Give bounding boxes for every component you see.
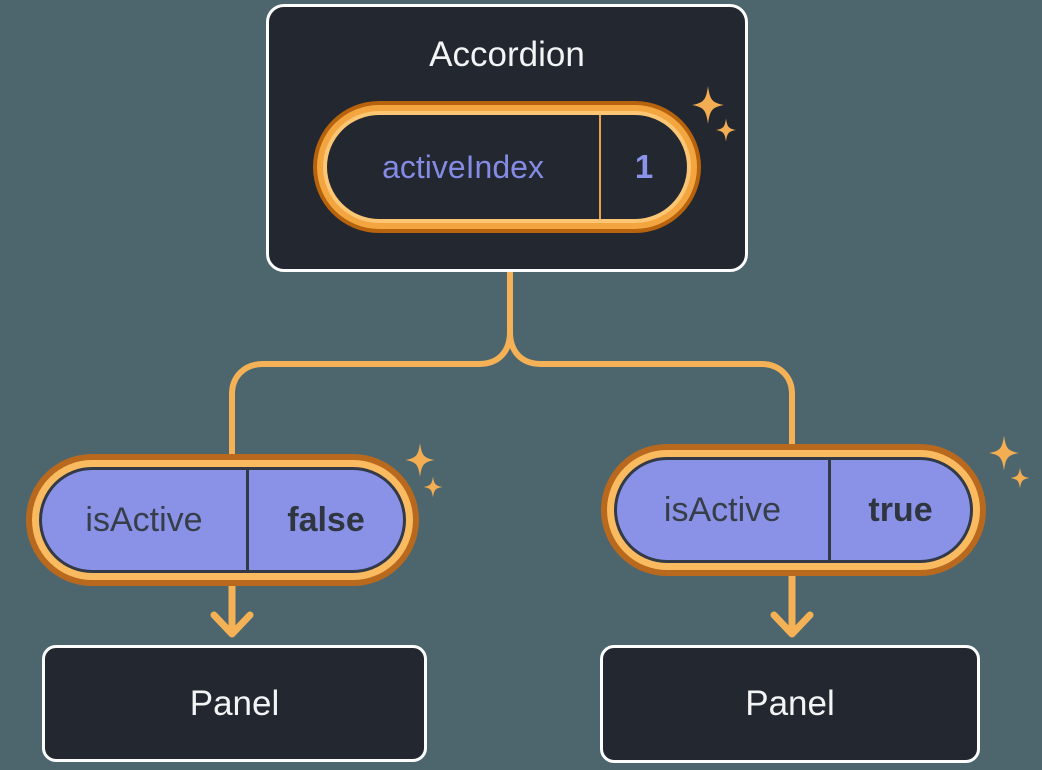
prop-name-label: isActive: [85, 500, 203, 539]
prop-pill-isactive-right: isActive true: [614, 457, 973, 563]
prop-pill-divider: [828, 460, 831, 560]
state-value-label: 1: [634, 148, 654, 185]
prop-value-label: false: [287, 500, 365, 539]
accordion-title: Accordion: [429, 35, 585, 74]
arrow-down-right-icon: [770, 572, 814, 638]
state-pill-divider: [599, 115, 601, 219]
panel-title: Panel: [745, 684, 835, 723]
arrow-down-left-icon: [210, 574, 254, 638]
accordion-component-node: Accordion activeIndex 1: [266, 4, 748, 272]
panel-component-node-right: Panel: [600, 645, 980, 763]
prop-pill-isactive-left: isActive false: [39, 467, 406, 573]
prop-name-label: isActive: [663, 490, 782, 529]
tree-branch-right-line: [507, 331, 795, 460]
state-pill-activeindex: activeIndex 1: [327, 115, 687, 219]
panel-title: Panel: [189, 683, 280, 723]
sparkle-icon: [989, 435, 1030, 489]
prop-value-label: true: [868, 490, 933, 529]
prop-pill-divider: [246, 470, 249, 570]
sparkle-icon: [405, 443, 443, 498]
state-name-label: activeIndex: [382, 148, 544, 185]
panel-component-node-left: Panel: [42, 645, 427, 762]
tree-branch-left-line: [229, 270, 513, 462]
